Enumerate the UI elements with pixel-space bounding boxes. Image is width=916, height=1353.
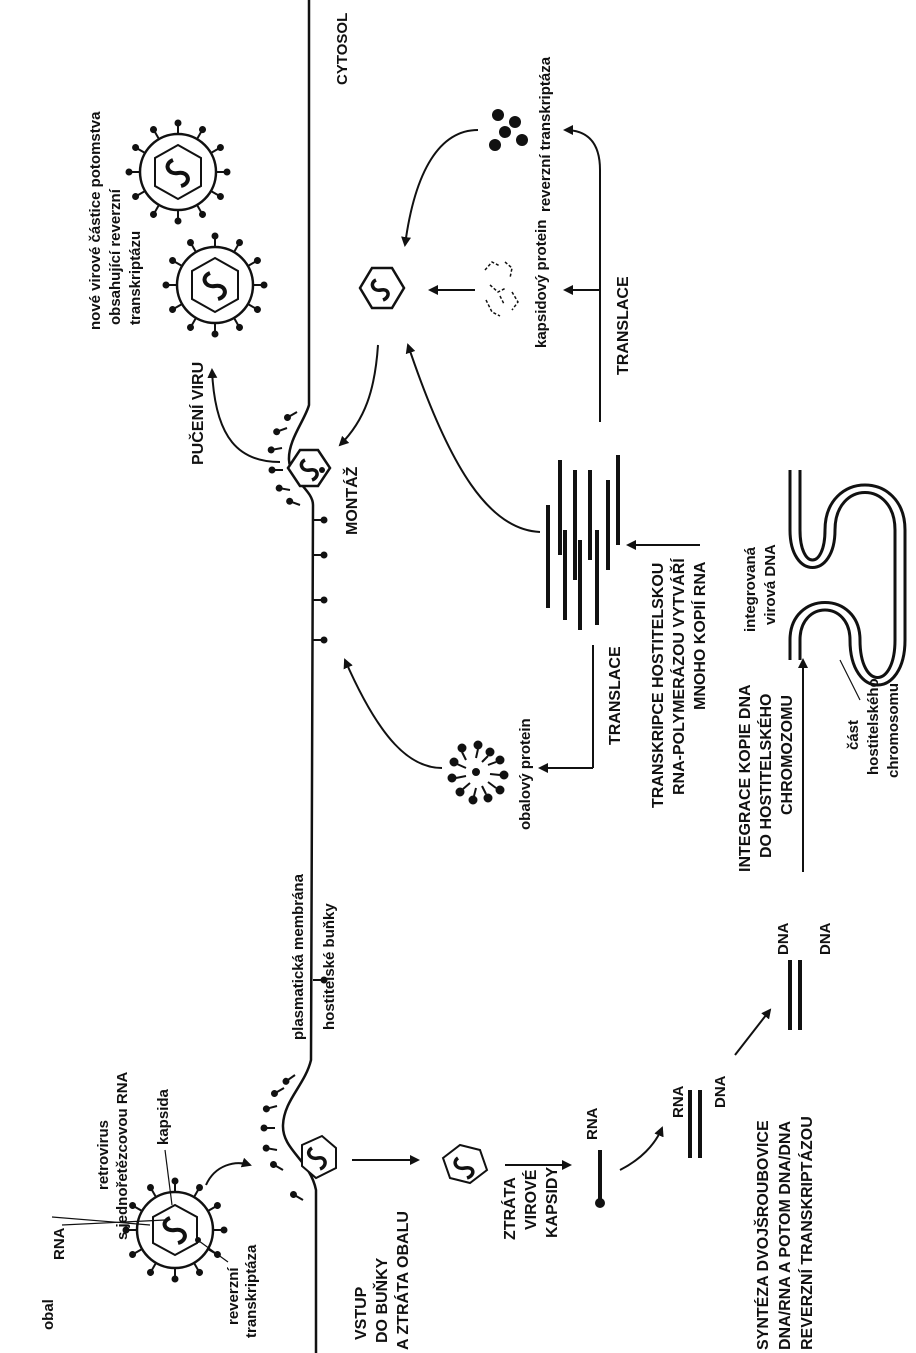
synth-label-2: DNA/RNA A POTOM DNA/DNA bbox=[777, 1121, 794, 1350]
chrom-label-1: část bbox=[845, 720, 862, 750]
integ-label-1: INTEGRACE KOPIE DNA bbox=[737, 684, 754, 872]
integ-label-2: DO HOSTITELSKÉHO bbox=[756, 694, 775, 858]
uncoat-label-2: VIROVÉ bbox=[521, 1169, 540, 1230]
rna-copies bbox=[546, 455, 620, 630]
kapsida-pointer bbox=[164, 1149, 173, 1206]
cytosol-capsid bbox=[358, 266, 406, 310]
transcr-label-3: MNOHO KOPIÍ RNA bbox=[690, 561, 709, 710]
assembling-virus bbox=[286, 448, 332, 488]
revtrans-label-1: reverzní bbox=[225, 1267, 242, 1325]
progeny-label-3: transkriptázu bbox=[127, 231, 144, 325]
obal-pointer bbox=[51, 1216, 151, 1226]
progeny-virion-1 bbox=[161, 231, 269, 339]
rna-pointer bbox=[61, 1219, 166, 1226]
montaz-label: MONTÁŽ bbox=[342, 466, 361, 535]
integrated-label-1: integrovaná bbox=[742, 546, 759, 632]
arrow-budding bbox=[207, 368, 281, 463]
revtrans-pointer bbox=[198, 1240, 229, 1263]
arrow-rna-to-capsid bbox=[405, 343, 541, 533]
revtrans-label-2: transkriptáza bbox=[243, 1244, 260, 1338]
budding-label: PUČENÍ VIRU bbox=[188, 362, 207, 465]
entry-label-2: DO BUŇKY bbox=[372, 1257, 391, 1343]
arrow-to-hybrid bbox=[619, 1126, 664, 1171]
integ-label-3: CHROMOZOMU bbox=[779, 695, 796, 815]
membrane-label-2: hostitelské buňky bbox=[321, 903, 338, 1030]
rna-single-label: RNA bbox=[584, 1107, 601, 1140]
host-chromosome bbox=[788, 470, 907, 687]
arrow-capsid-to-assembly bbox=[338, 344, 379, 447]
retrovirus-label-1: retrovirus bbox=[95, 1120, 112, 1190]
free-capsid bbox=[441, 1143, 489, 1185]
dsdna-label-2: DNA bbox=[817, 922, 834, 955]
arrow-to-dsdna bbox=[734, 1008, 772, 1056]
synth-label-3: REVERZNÍ TRANSKRIPTÁZOU bbox=[797, 1116, 816, 1350]
arrow-to-membrane bbox=[205, 1157, 252, 1186]
hybrid-rna-label: RNA bbox=[670, 1085, 687, 1118]
synth-label-1: SYNTÉZA DVOJŠROUBOVICE bbox=[753, 1120, 772, 1350]
progeny-label-1: nové virové částice potomstva bbox=[87, 111, 104, 330]
envelope-protein-label: obalový protein bbox=[517, 718, 534, 830]
transcr-label-1: TRANSKRIPCE HOSTITELSKOU bbox=[650, 563, 667, 808]
capsid-protein-label: kapsidový protein bbox=[533, 220, 550, 348]
revtrans-right-label: reverzní transkriptáza bbox=[537, 56, 554, 212]
arrow-revtrans-to-capsid bbox=[401, 129, 479, 247]
cytosol-label: CYTOSOL bbox=[334, 13, 351, 85]
revtrans-enzymes bbox=[489, 109, 528, 151]
ssrna-cap bbox=[595, 1198, 605, 1208]
retrovirus-label-2: s jednořetězcovou RNA bbox=[114, 1071, 131, 1240]
obal-label: obal bbox=[40, 1299, 57, 1330]
envelope-protein-cluster bbox=[447, 740, 509, 805]
entering-core bbox=[301, 1134, 337, 1180]
translace-high-label: TRANSLACE bbox=[615, 276, 632, 375]
progeny-virion-2 bbox=[124, 118, 232, 226]
hybrid-dna-label: DNA bbox=[712, 1075, 729, 1108]
chromosome-pointer bbox=[839, 659, 861, 701]
membrane-label-1: plasmatická membrána bbox=[290, 873, 307, 1040]
chrom-label-2: hostitelského bbox=[865, 678, 882, 775]
progeny-label-2: obsahující reverzní bbox=[107, 188, 124, 325]
arrow-to-revtrans bbox=[563, 125, 601, 171]
rna-label-top: RNA bbox=[51, 1227, 68, 1260]
transcr-label-2: RNA-POLYMERÁZOU VYTVÁŘÍ bbox=[669, 558, 688, 795]
plasma-membrane bbox=[259, 0, 329, 1353]
arrow-envelope-to-membrane bbox=[343, 658, 443, 769]
chrom-label-3: chromosomu bbox=[885, 683, 902, 778]
uncoat-label-1: ZTRÁTA bbox=[500, 1177, 519, 1240]
uncoat-label-3: KAPSIDY bbox=[544, 1167, 561, 1238]
integrated-label-2: virová DNA bbox=[762, 544, 779, 625]
incoming-retrovirus bbox=[121, 1176, 229, 1284]
translace-low-label: TRANSLACE bbox=[607, 646, 624, 745]
kapsida-label: kapsida bbox=[155, 1088, 172, 1145]
entry-label-3: A ZTRÁTA OBALU bbox=[393, 1211, 412, 1350]
capsid-protein-fragments bbox=[484, 261, 519, 317]
entry-label-1: VSTUP bbox=[353, 1286, 370, 1340]
dsdna-label-1: DNA bbox=[775, 922, 792, 955]
